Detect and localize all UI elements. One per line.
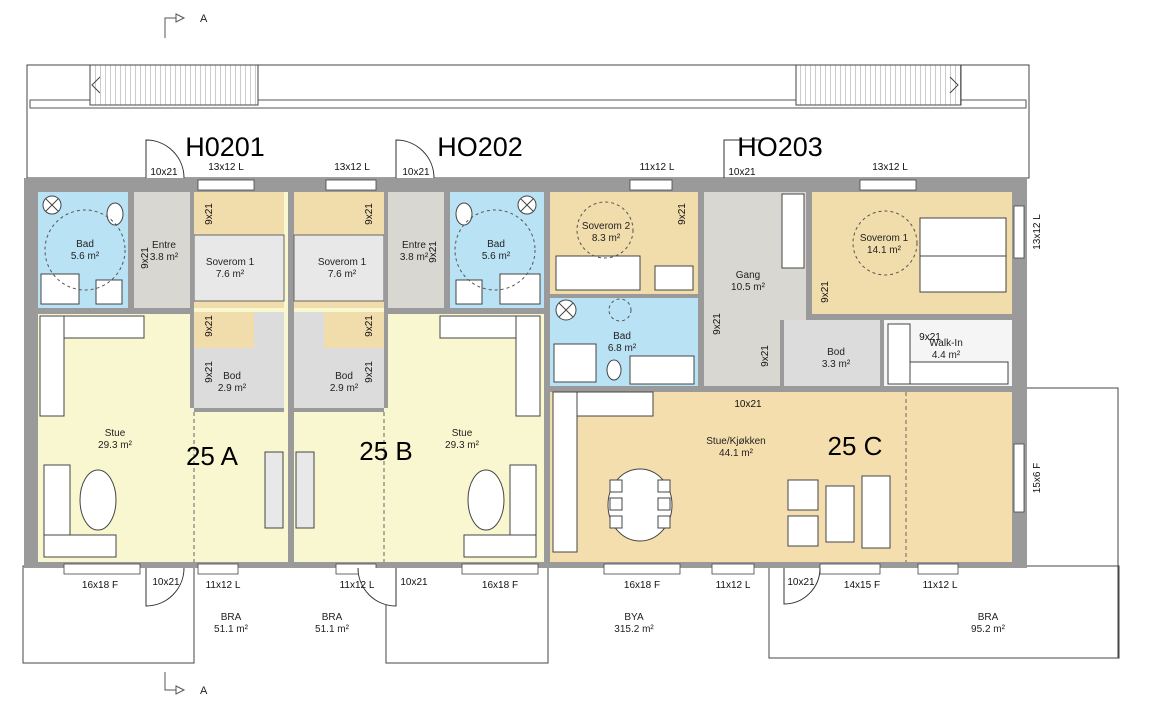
opening-dimension: 10x21	[402, 167, 430, 178]
room-name: Bad	[487, 239, 505, 250]
opening-dimension: 13x12 L	[334, 162, 370, 173]
room-name: Bad	[76, 239, 94, 250]
summary-label: BYA	[624, 612, 644, 623]
top-gallery	[26, 64, 1030, 179]
opening-dimension: 13x12 L	[1032, 214, 1043, 250]
room-name: Entre	[152, 240, 176, 251]
unit-b-entry	[388, 192, 444, 308]
summary-area: 51.1 m²	[214, 624, 249, 635]
summary-label: BRA	[978, 612, 999, 623]
room-name: Bod	[335, 371, 353, 382]
unit-label-b: 25 B	[359, 436, 413, 466]
unit-label-a: 25 A	[186, 441, 239, 471]
section-marker-top: A	[164, 13, 208, 38]
opening-dimension: 16x18 F	[624, 580, 660, 591]
opening-dimension: 11x12 L	[206, 580, 241, 591]
room-name: Entre	[402, 240, 426, 251]
door-dimension: 9x21	[760, 345, 771, 367]
room-area: 10.5 m²	[731, 282, 766, 293]
section-letter-top: A	[200, 13, 208, 25]
room-area: 8.3 m²	[592, 233, 621, 244]
summary-area: 315.2 m²	[614, 624, 654, 635]
door-dimension: 9x21	[919, 332, 941, 343]
opening-dimension: 11x12 L	[340, 580, 375, 591]
opening-dimension: 14x15 F	[844, 580, 880, 591]
room-area: 5.6 m²	[71, 251, 100, 262]
section-marker-bottom: A	[164, 672, 208, 697]
opening-dimension: 16x18 F	[82, 580, 118, 591]
room-name: Gang	[736, 270, 760, 281]
room-area: 44.1 m²	[719, 448, 754, 459]
opening-dimension: 10x21	[728, 167, 756, 178]
entrance-doors	[145, 139, 821, 607]
door-dimension: 9x21	[204, 315, 215, 337]
door-dimension: 10x21	[734, 399, 762, 410]
room-area: 7.6 m²	[216, 269, 245, 280]
apartment-code-b: HO202	[437, 132, 523, 162]
room-name: Soverom 1	[860, 233, 909, 244]
door-dimension: 9x21	[820, 281, 831, 303]
opening-dimension: 11x12 L	[716, 580, 751, 591]
room-area: 7.6 m²	[328, 269, 357, 280]
opening-dimension: 13x12 L	[208, 162, 244, 173]
unit-label-c: 25 C	[828, 431, 883, 461]
summary-label: BRA	[322, 612, 343, 623]
room-area: 14.1 m²	[867, 245, 902, 256]
room-area: 3.3 m²	[822, 359, 851, 370]
room-name: Stue	[452, 428, 473, 439]
door-dimension: 9x21	[364, 315, 375, 337]
room-area: 29.3 m²	[98, 440, 133, 451]
apartment-code-a: H0201	[185, 132, 265, 162]
unit-c	[550, 192, 1012, 562]
room-name: Stue/Kjøkken	[706, 436, 765, 447]
door-dimension: 9x21	[204, 203, 215, 225]
room-area: 5.6 m²	[482, 251, 511, 262]
room-name: Bad	[613, 331, 631, 342]
opening-dimension: 10x21	[152, 577, 180, 588]
windows	[63, 179, 1025, 575]
summary-label: BRA	[221, 612, 242, 623]
room-name: Bod	[827, 347, 845, 358]
room-name: Walk-In	[929, 338, 963, 349]
door-dimension: 9x21	[677, 203, 688, 225]
opening-dimension: 11x12 L	[640, 162, 675, 173]
room-area: 3.8 m²	[150, 252, 179, 263]
opening-dimension: 16x18 F	[482, 580, 518, 591]
room-name: Stue	[105, 428, 126, 439]
door-dimension: 9x21	[204, 361, 215, 383]
door-dimension: 9x21	[428, 241, 439, 263]
summary-area: 95.2 m²	[971, 624, 1006, 635]
opening-dimension: 11x12 L	[923, 580, 958, 591]
room-name: Bod	[223, 371, 241, 382]
opening-dimension: 15x6 F	[1032, 463, 1043, 494]
room-area: 2.9 m²	[330, 383, 359, 394]
room-area: 4.4 m²	[932, 350, 961, 361]
door-dimension: 9x21	[364, 361, 375, 383]
room-name: Soverom 1	[318, 257, 367, 268]
summary-area: 51.1 m²	[315, 624, 350, 635]
unit-b	[293, 192, 544, 562]
door-dimension: 9x21	[712, 313, 723, 335]
room-area: 3.8 m²	[400, 252, 429, 263]
opening-dimension: 13x12 L	[872, 162, 908, 173]
balconies	[22, 387, 1120, 664]
opening-dimension: 10x21	[787, 577, 815, 588]
door-dimension: 9x21	[364, 203, 375, 225]
room-name: Soverom 1	[206, 257, 255, 268]
apartment-code-c: HO203	[737, 132, 823, 162]
unit-a-entry	[134, 192, 190, 308]
room-area: 29.3 m²	[445, 440, 480, 451]
room-area: 2.9 m²	[218, 383, 247, 394]
section-letter-bottom: A	[200, 685, 208, 697]
door-dimension: 9x21	[140, 247, 151, 269]
unit-a	[38, 192, 288, 562]
room-area: 6.8 m²	[608, 343, 637, 354]
room-name: Soverom 2	[582, 221, 631, 232]
unit-c-storage	[784, 320, 880, 386]
opening-dimension: 10x21	[400, 577, 428, 588]
opening-dimension: 10x21	[150, 167, 178, 178]
